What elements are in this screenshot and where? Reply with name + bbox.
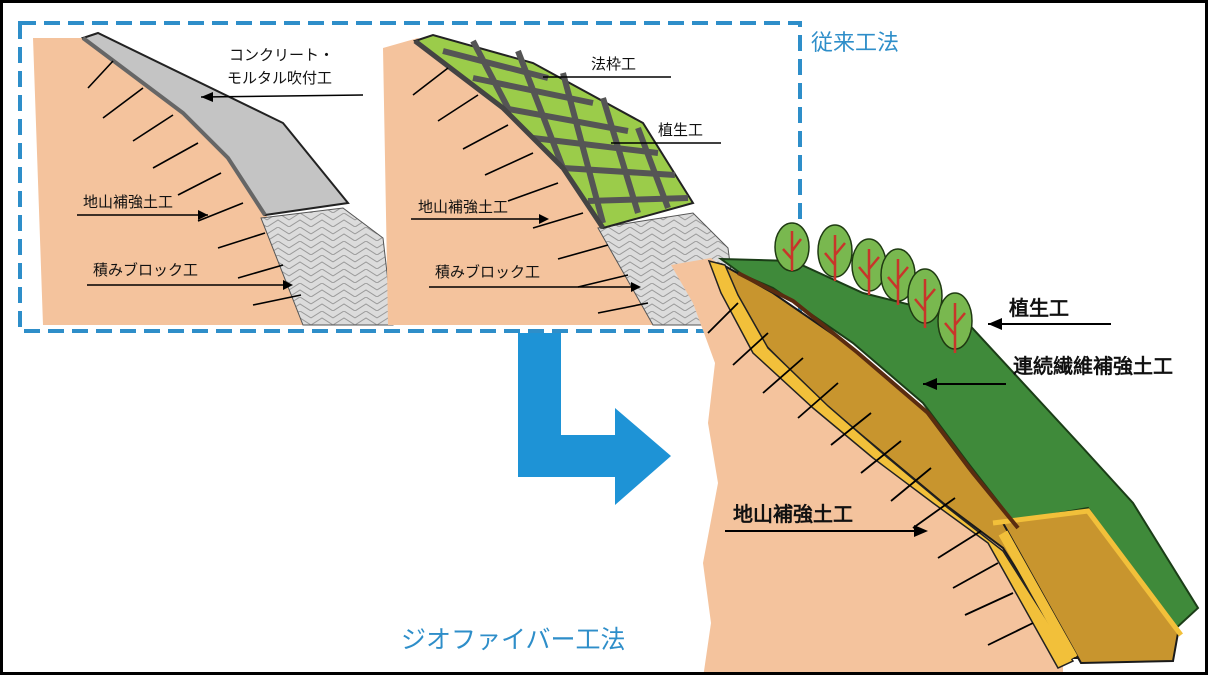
label-frame-work: 法枠工 <box>591 55 636 73</box>
gold-reinforce-layer <box>707 259 1075 669</box>
title-conventional: 従来工法 <box>811 31 899 56</box>
slope-diagram: コンクリート・ モルタル吹付工 地山補強土工 積みブロック工 <box>18 21 1200 672</box>
panel-mortar-spray: コンクリート・ モルタル吹付工 地山補強土工 積みブロック工 <box>33 31 394 326</box>
transition-arrow <box>518 333 671 505</box>
tree <box>774 222 810 272</box>
label-vegetation-middle: 植生工 <box>658 121 703 139</box>
anchor-lines-middle <box>412 67 649 314</box>
anchor-lines-left <box>87 60 302 306</box>
panel-lattice-frame: 法枠工 植生工 地山補強土工 積みブロック工 <box>383 33 739 326</box>
label-block-masonry-middle: 積みブロック工 <box>435 263 540 281</box>
tree <box>817 224 853 281</box>
label-ground-reinforce-left: 地山補強土工 <box>83 193 173 211</box>
label-ground-reinforce-middle: 地山補強土工 <box>418 198 508 216</box>
tree <box>907 268 943 328</box>
tree <box>880 248 916 305</box>
label-vegetation-main: 植生工 <box>1009 296 1069 320</box>
title-geofiber: ジオファイバー工法 <box>401 625 626 654</box>
tree <box>851 238 887 295</box>
tree <box>937 292 973 353</box>
trees <box>774 222 973 353</box>
label-block-masonry-left: 積みブロック工 <box>93 261 198 279</box>
panel-geofiber: 植生工 連続繊維補強土工 地山補強土工 <box>671 222 1200 672</box>
label-mortar-line2: モルタル吹付工 <box>227 69 332 87</box>
label-continuous-fiber: 連続繊維補強土工 <box>1013 354 1173 378</box>
label-mortar-line1: コンクリート・ <box>229 46 334 64</box>
conventional-methods-box <box>18 21 802 333</box>
anchor-lines-main <box>707 302 1034 646</box>
label-ground-reinforce-main: 地山補強土工 <box>733 502 853 526</box>
